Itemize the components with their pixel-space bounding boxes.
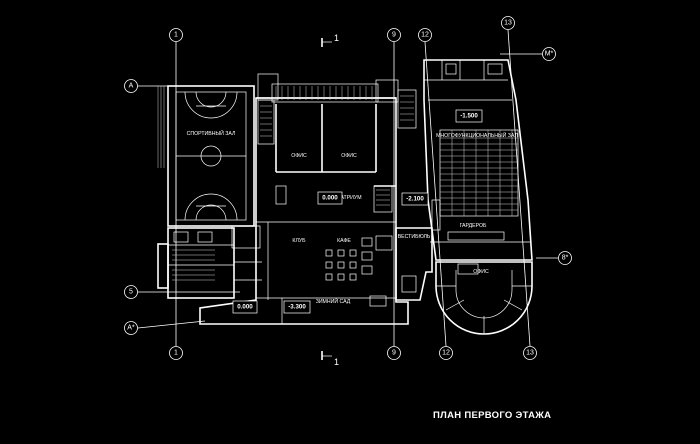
room-label-office-right: ОФИС [341,153,357,159]
axis-label-left-a-star: А* [127,325,135,332]
axis-bubbles: 1 9 12 13 1 9 12 13 А 5 А* М* 8* [124,16,572,360]
axis-bubble-top-1 [169,28,183,42]
lower-left-service [157,225,262,299]
drawing-title: ПЛАН ПЕРВОГО ЭТАЖА [433,410,551,421]
room-label-sport-hall: СПОРТИВНЫЙ ЗАЛ [187,129,236,137]
level-atrium: 0.000 [322,195,338,202]
level-box-vestibule [401,192,429,206]
round-office-wing [435,261,533,335]
axis-label-bottom-13: 13 [526,350,534,357]
level-vestibule: -2.100 [406,196,424,203]
axis-bubble-bottom-9 [387,346,401,360]
axis-label-top-9: 9 [392,32,396,39]
axis-label-bottom-12: 12 [442,350,450,357]
room-label-office-round: ОФИС [473,269,489,275]
axis-bubble-top-9 [387,28,401,42]
axis-bubble-bottom-1 [169,346,183,360]
axis-label-right-m-star: М* [545,51,554,58]
axis-grid [137,29,558,347]
level-hall: -1.500 [460,113,478,120]
level-box-atrium [317,191,343,205]
axis-label-bottom-1: 1 [174,350,178,357]
axis-bubble-right-8-star [558,251,572,265]
axis-bubble-right-m-star [542,47,556,61]
room-label-multi-hall: МНОГОФУНКЦИОНАЛЬНЫЙ ЗАЛ [436,131,518,139]
axis-bubble-bottom-13 [523,346,537,360]
room-label-atrium: АТРИУМ [340,195,361,201]
level-marks: 0.000 -2.100 -1.500 0.000 -3.300 [232,109,483,314]
level-box-hall [455,109,483,123]
right-hall-block [423,59,533,261]
axis-label-top-1: 1 [174,32,178,39]
sport-hall [157,85,255,227]
room-label-club: КЛУБ [292,238,306,244]
axis-label-left-a: А [129,83,134,90]
axis-bubble-top-12 [418,28,432,42]
room-label-cafe: КАФЕ [337,238,351,244]
axis-label-top-12: 12 [421,32,429,39]
room-label-winter-garden: ЗИМНИЙ САД [316,297,351,305]
axis-bubble-left-5 [124,285,138,299]
central-block [199,73,417,325]
room-label-wardrobe: ГАРДЕРОБ [460,223,487,229]
axis-bubble-bottom-12 [439,346,453,360]
axis-label-left-5: 5 [129,289,133,296]
axis-label-bottom-9: 9 [392,350,396,357]
section-marks: 1 1 [321,33,339,367]
axis-bubble-left-a-star [124,321,138,335]
level-box-garden [283,300,311,314]
axis-bubble-top-13 [501,16,515,30]
section-label-top: 1 [334,33,339,43]
axis-label-top-13: 13 [504,20,512,27]
axis-bubble-left-a [124,79,138,93]
level-garden: -3.300 [288,304,306,311]
level-box-entrance [232,300,258,314]
room-labels: СПОРТИВНЫЙ ЗАЛ ОФИС ОФИС АТРИУМ КЛУБ КАФ… [187,129,518,305]
level-entrance: 0.000 [237,304,253,311]
section-label-bottom: 1 [334,357,339,367]
room-label-vestibule: ВЕСТИБЮЛЬ [398,234,431,240]
room-label-office-left: ОФИС [291,153,307,159]
axis-label-right-8-star: 8* [562,255,569,262]
